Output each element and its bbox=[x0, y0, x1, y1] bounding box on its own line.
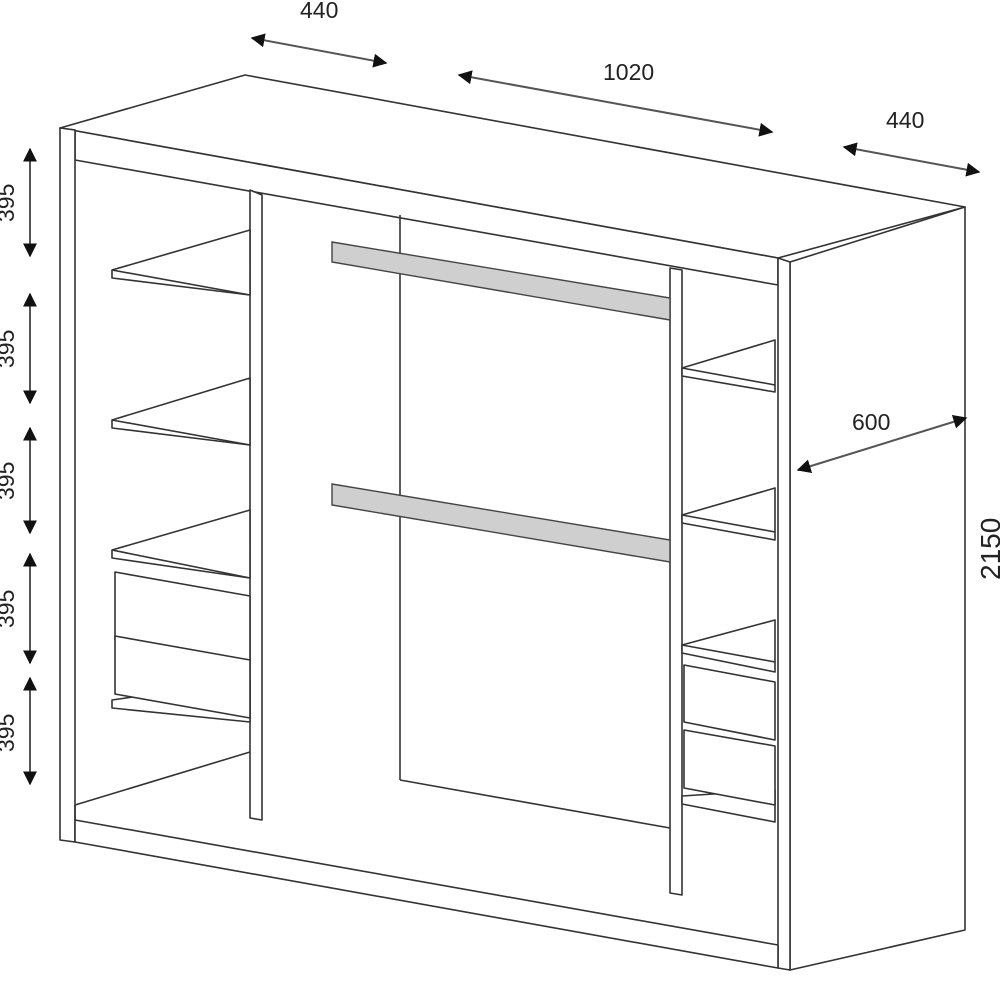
svg-text:395: 395 bbox=[0, 462, 19, 500]
hanging-rail-lower bbox=[331, 483, 671, 563]
left-side-panel bbox=[59, 127, 76, 843]
left-divider bbox=[249, 189, 263, 821]
svg-text:395: 395 bbox=[0, 590, 19, 628]
dimension-top-right-depth: 440 bbox=[842, 107, 981, 177]
wardrobe-body bbox=[59, 74, 966, 971]
svg-text:440: 440 bbox=[300, 0, 338, 23]
svg-text:600: 600 bbox=[852, 409, 890, 435]
svg-text:1020: 1020 bbox=[603, 59, 654, 85]
dimension-height: 2150 bbox=[975, 518, 1000, 580]
dimension-top-left-depth: 440 bbox=[250, 0, 388, 68]
svg-text:2150: 2150 bbox=[975, 518, 1000, 580]
bottom-front-edge bbox=[74, 819, 779, 969]
right-divider bbox=[669, 267, 683, 896]
dimension-top-width: 1020 bbox=[457, 59, 774, 137]
dimension-left-compartments: 395 395 395 395 395 bbox=[0, 147, 37, 786]
hanging-rail-upper bbox=[331, 241, 671, 321]
svg-text:395: 395 bbox=[0, 714, 19, 752]
svg-text:395: 395 bbox=[0, 330, 19, 368]
right-side-front-edge bbox=[777, 257, 791, 971]
svg-text:440: 440 bbox=[886, 107, 924, 133]
left-drawers bbox=[114, 571, 251, 719]
floor-back-line bbox=[74, 751, 251, 806]
right-drawers bbox=[683, 664, 776, 806]
right-side-panel bbox=[789, 206, 966, 971]
dimension-side-depth: 600 bbox=[796, 409, 968, 473]
svg-text:395: 395 bbox=[0, 184, 19, 222]
